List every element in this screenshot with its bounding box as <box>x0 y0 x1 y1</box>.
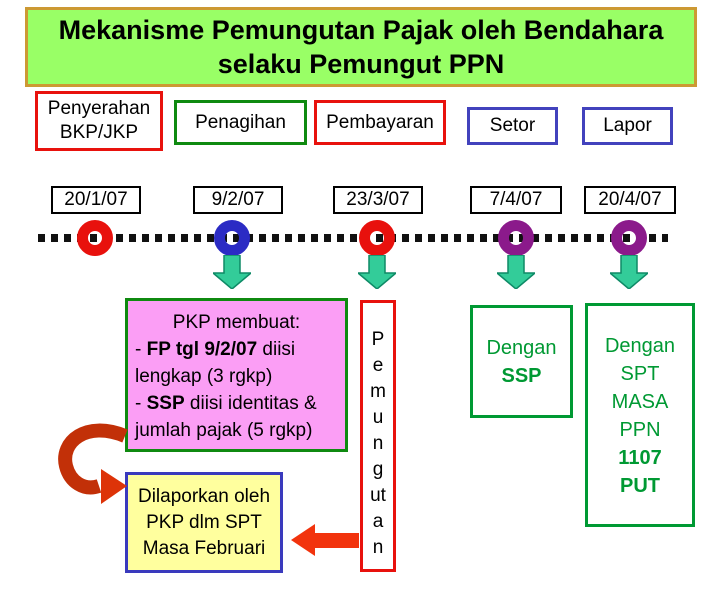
stage-pembayaran: Pembayaran <box>314 100 446 145</box>
down-arrow-icon <box>358 255 396 289</box>
spt-line-bold: PUT <box>620 475 660 497</box>
dengan-spt-box: Dengan SPT MASA PPN 1107 PUT <box>585 303 695 527</box>
pemungutan-box: P e m u n g ut a n <box>360 300 396 572</box>
pkp-heading: PKP membuat: <box>172 312 301 333</box>
stage-setor: Setor <box>467 107 558 145</box>
slide-title: Mekanisme Pemungutan Pajak oleh Bendahar… <box>25 7 697 87</box>
down-arrow-icon <box>497 255 535 289</box>
spt-line: PPN <box>619 419 661 441</box>
curved-arrow-icon <box>58 423 128 504</box>
spt-line: SPT <box>620 363 660 385</box>
spt-line: Dengan <box>604 335 676 357</box>
date-box-3: 23/3/07 <box>333 186 423 214</box>
down-arrow-icon <box>213 255 251 289</box>
timeline-marker-icon <box>214 220 250 256</box>
left-arrow-icon <box>291 524 359 556</box>
date-box-4: 7/4/07 <box>470 186 562 214</box>
spt-line: MASA <box>611 391 669 413</box>
stage-penagihan: Penagihan <box>174 100 307 145</box>
pkp-membuat-box: PKP membuat: - FP tgl 9/2/07 diisi lengk… <box>125 298 348 452</box>
date-box-1: 20/1/07 <box>51 186 141 214</box>
timeline-marker-icon <box>611 220 647 256</box>
stage-lapor: Lapor <box>582 107 673 145</box>
date-box-2: 9/2/07 <box>193 186 283 214</box>
date-box-5: 20/4/07 <box>584 186 676 214</box>
ssp-label: SSP <box>501 364 542 387</box>
pkp-item-fp: - FP tgl 9/2/07 diisi lengkap (3 rgkp) <box>135 339 296 387</box>
dilaporkan-box: Dilaporkan oleh PKP dlm SPT Masa Februar… <box>125 472 283 573</box>
timeline-marker-icon <box>77 220 113 256</box>
spt-line-bold: 1107 <box>618 447 662 469</box>
down-arrow-icon <box>610 255 648 289</box>
dengan-ssp-box: Dengan SSP <box>470 305 573 418</box>
timeline-marker-icon <box>498 220 534 256</box>
timeline-marker-icon <box>359 220 395 256</box>
pkp-item-ssp: - SSP diisi identitas & jumlah pajak (5 … <box>135 393 317 441</box>
timeline-dotted-line <box>38 234 668 242</box>
dengan-label: Dengan <box>486 336 557 359</box>
stage-penyerahan: Penyerahan BKP/JKP <box>35 91 163 151</box>
